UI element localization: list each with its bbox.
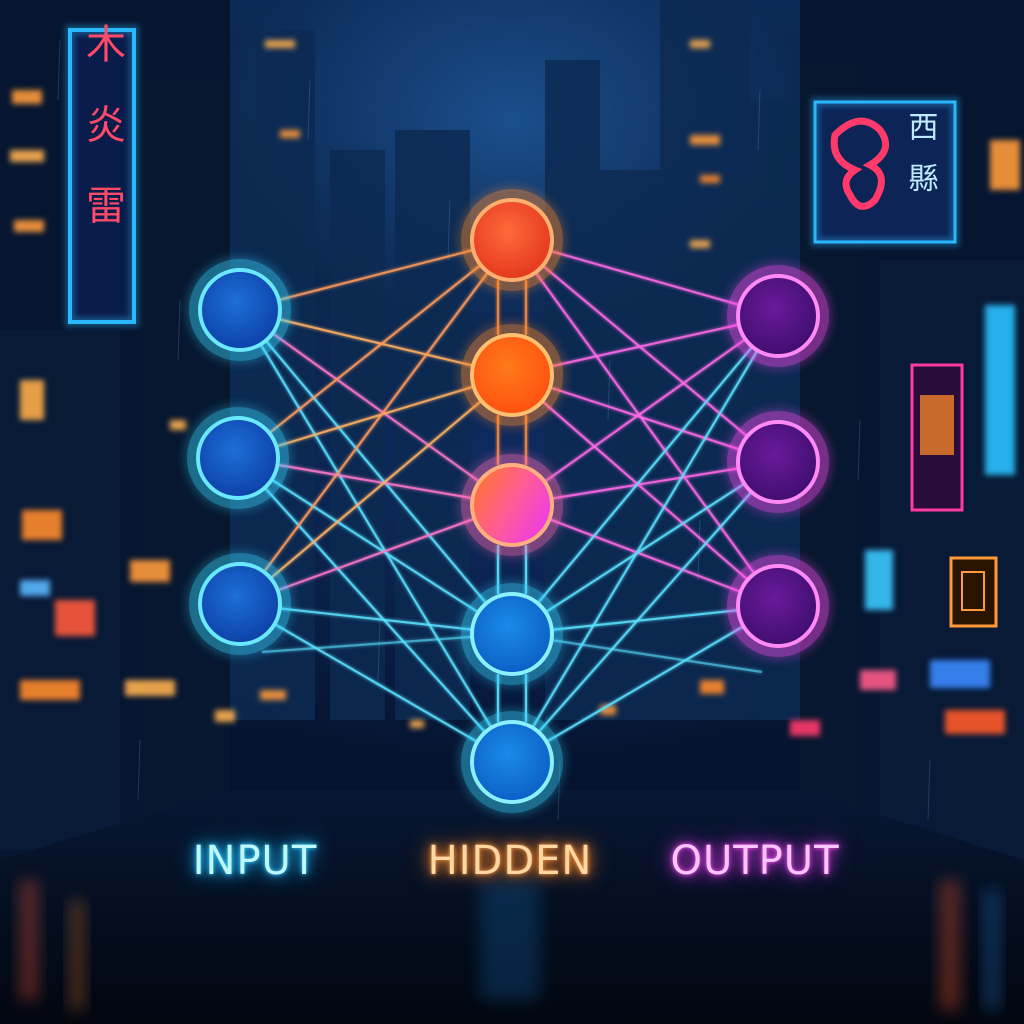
connection-input-0-hidden-2 [239,309,513,506]
connection-hidden-4-output-0 [511,315,779,763]
connection-hidden-1-output-2 [511,374,779,607]
network-nodes [187,189,829,813]
output-node-3 [727,555,829,657]
hidden-node-4 [461,583,563,685]
connection-input-0-hidden-3 [239,309,513,635]
right-sign-glyph [830,117,890,210]
hidden-node-3 [461,454,563,556]
connection-input-2-hidden-1 [239,374,513,605]
connection-hidden-4-output-2 [511,605,779,763]
connection-hidden-2-output-0 [511,315,779,506]
hidden-node-1 [461,189,563,291]
rain-streaks [57,39,931,821]
right-neon-panel-sign: 西 縣 [810,97,960,247]
connection-hidden-4-output-1 [511,461,779,763]
left-buildings [0,0,230,860]
hidden-layer-label: HIDDEN [427,838,593,884]
connection-input-2-hidden-4 [239,603,513,763]
connection-hidden-0-output-1 [511,239,779,463]
connection-hidden-0-output-2 [511,239,779,607]
right-billboard [910,363,998,628]
connection-input-0-hidden-4 [239,309,513,763]
hidden-node-5 [461,711,563,813]
connection-hidden-3-output-0 [511,315,779,635]
input-node-3 [189,553,291,655]
connection-input-1-hidden-0 [237,239,513,459]
connection-input-2-hidden-0 [239,239,513,605]
output-layer-label: OUTPUT [670,838,840,884]
left-sign-text: 至 木 炎 雷 [79,0,125,238]
connection-input-1-hidden-3 [237,457,513,635]
input-node-2 [187,407,289,509]
window-lights [10,40,1020,736]
input-node-1 [189,259,291,361]
wet-street [0,790,1024,1024]
connection-hidden-3-output-1 [511,461,779,635]
left-vertical-neon-sign: 至 木 炎 雷 [65,0,139,327]
output-node-1 [727,265,829,367]
output-node-2 [727,411,829,513]
input-layer-label: INPUT [192,838,318,884]
right-sign-text: 西 縣 [903,111,938,199]
hidden-node-2 [461,324,563,426]
connection-input-1-hidden-4 [237,457,513,763]
